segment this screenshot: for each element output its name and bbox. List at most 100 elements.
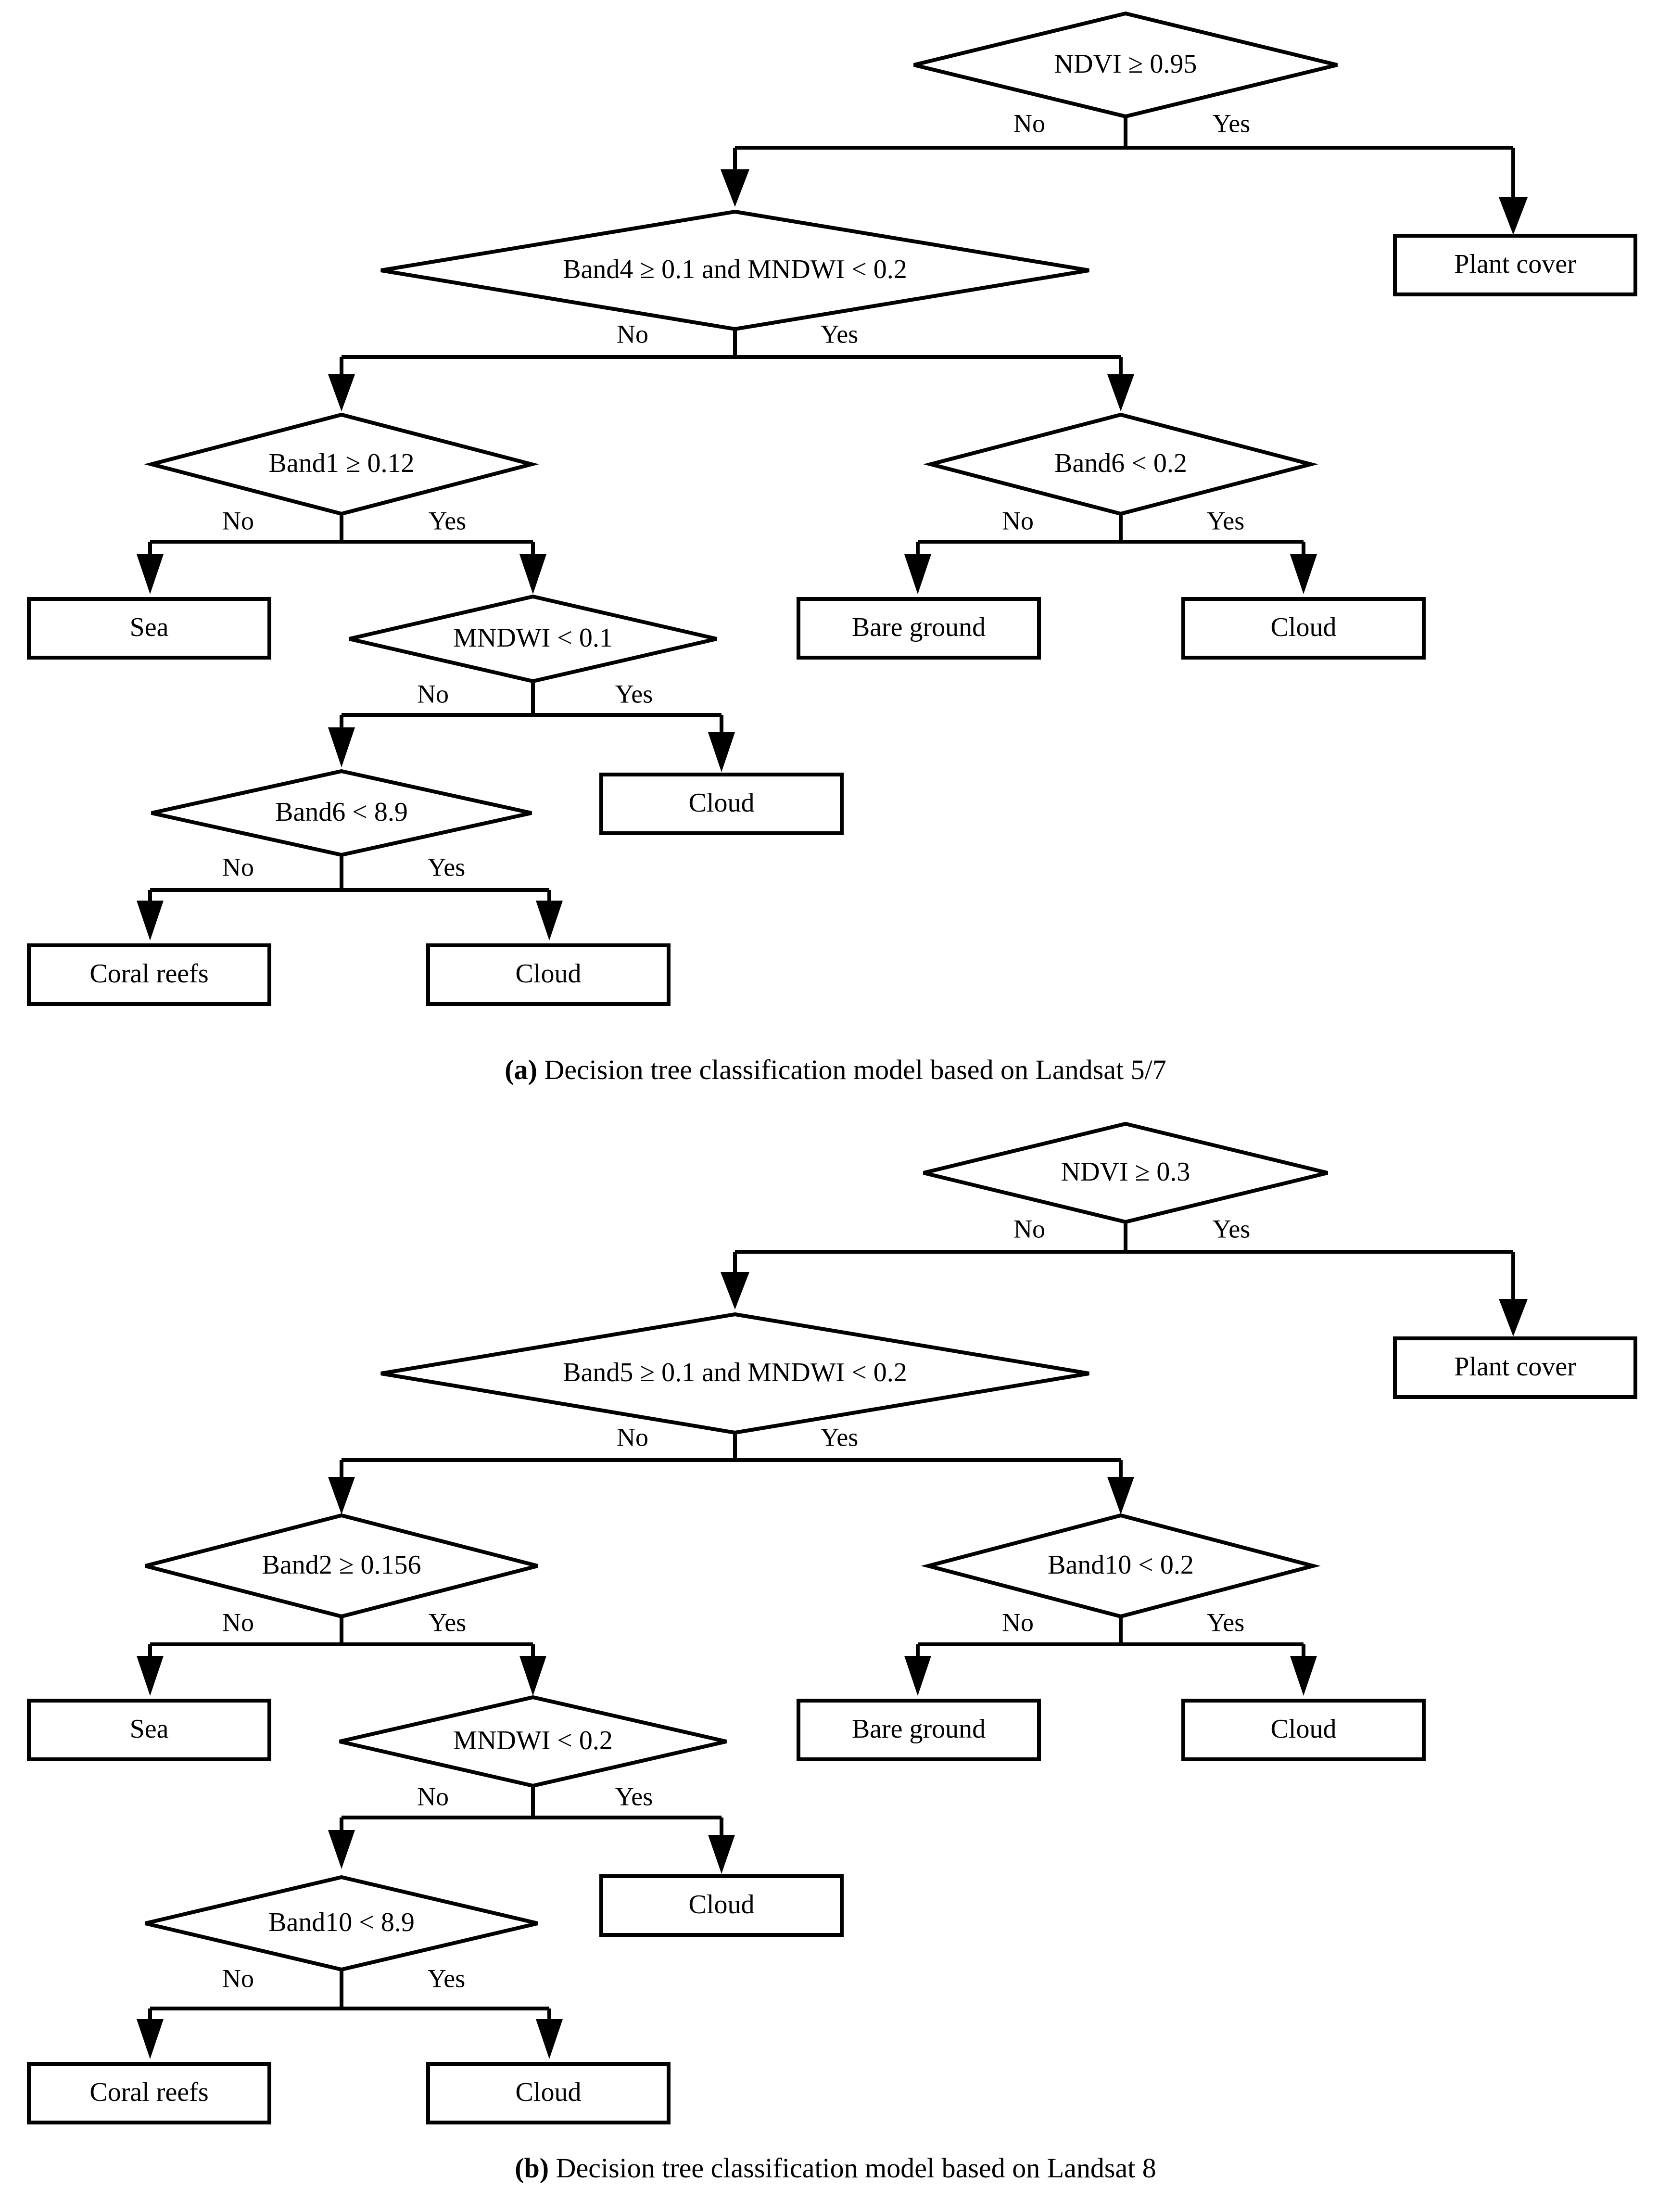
connector-a-mndwi [340,681,723,736]
node-a-band6-02-yes-label: Yes [1207,506,1245,535]
node-a-root-yes-label: Yes [1213,109,1251,138]
node-a-root-label: NDVI ≥ 0.95 [1054,49,1197,79]
node-b-root-no-label: No [1013,1214,1045,1243]
arrowhead-b-band10-89-yes [536,2019,563,2059]
arrowhead-a-root-no [721,169,749,207]
arrowhead-a-band6-89-yes [536,901,563,941]
leaf-b-plant-cover-box[interactable] [1393,1336,1637,1399]
arrowhead-a-band1-no [137,554,164,594]
connector-b-mndwi [340,1786,723,1839]
leaf-b-coral-reefs-label: Coral reefs [89,2077,208,2107]
leaf-a-cloud-mid-label: Cloud [689,788,755,818]
arrowhead-a-band6-89-no [137,901,164,941]
arrowhead-a-level2-yes [1107,374,1134,411]
node-b-band10-89-label: Band10 < 8.9 [268,1907,415,1937]
leaf-b-cloud-mid-box[interactable] [599,1874,844,1937]
arrowhead-b-band10-89-no [137,2019,164,2059]
leaf-a-cloud-mid-box[interactable] [599,773,844,835]
leaf-b-cloud-bottom-box[interactable] [426,2062,671,2124]
arrowhead-a-root-yes [1499,197,1528,235]
panel-b-group: NDVI ≥ 0.3 No Yes Plant cover Band5 ≥ 0.… [27,1121,1637,2124]
leaf-b-sea-box[interactable] [27,1699,271,1761]
connector-a-band6-02 [916,514,1305,558]
node-a-band1-label: Band1 ≥ 0.12 [269,448,415,478]
node-a-mndwi-label: MNDWI < 0.1 [453,623,613,653]
node-b-band10-89-yes-label: Yes [428,1964,466,1993]
node-a-band6-89-no-label: No [222,852,254,881]
arrowhead-b-root-yes [1499,1299,1528,1336]
node-b-level2-yes-label: Yes [821,1423,859,1451]
leaf-a-coral-reefs-box[interactable] [27,943,271,1006]
arrowhead-a-level2-no [328,374,355,411]
connector-a-level2 [340,329,1123,380]
connector-a-band6-89 [148,855,551,904]
leaf-a-plant-cover-label: Plant cover [1454,249,1576,279]
leaf-b-cloud-bottom-label: Cloud [516,2077,582,2107]
node-a-band6-89-label: Band6 < 8.9 [275,797,408,827]
leaf-a-plant-cover-box[interactable] [1393,234,1637,296]
node-b-band2-yes-label: Yes [429,1608,467,1637]
leaf-b-bare-ground-label: Bare ground [852,1714,986,1744]
node-b-band2-no-label: No [222,1608,254,1637]
node-b-level2-label: Band5 ≥ 0.1 and MNDWI < 0.2 [563,1358,907,1387]
arrowhead-b-level2-yes [1107,1477,1134,1514]
connector-a-root [733,116,1515,212]
leaf-a-cloud-bottom-box[interactable] [426,943,671,1006]
leaf-a-bare-ground-box[interactable] [797,597,1041,660]
arrowhead-b-mndwi-no [328,1830,355,1869]
node-a-mndwi-yes-label: Yes [615,679,653,708]
arrowhead-b-mndwi-yes [708,1835,735,1874]
caption-panel-a: (a) Decision tree classification model b… [0,1055,1671,1085]
node-b-root-yes-label: Yes [1213,1214,1251,1243]
arrowhead-b-root-no [721,1272,749,1309]
arrowhead-a-band6-02-yes [1290,554,1317,594]
leaf-a-coral-reefs-label: Coral reefs [89,959,208,989]
leaf-b-cloud-right-label: Cloud [1271,1714,1337,1744]
arrowhead-b-band10-02-no [904,1656,931,1696]
node-a-root-no-label: No [1013,109,1045,138]
leaf-b-bare-ground-box[interactable] [797,1699,1041,1761]
arrowhead-b-band2-yes [519,1656,546,1696]
arrowhead-a-band6-02-no [904,554,931,594]
leaf-b-plant-cover-label: Plant cover [1454,1352,1576,1382]
node-b-level2-no-label: No [617,1423,648,1451]
arrowhead-a-band1-yes [519,554,546,594]
node-a-band6-02-label: Band6 < 0.2 [1054,448,1187,478]
arrowhead-a-mndwi-yes [708,732,735,772]
connector-b-band10-02 [916,1616,1305,1660]
caption-a-text: Decision tree classification model based… [537,1054,1166,1085]
caption-b-tag: (b) [515,2152,549,2184]
node-b-mndwi-yes-label: Yes [615,1782,653,1811]
node-a-level2-label: Band4 ≥ 0.1 and MNDWI < 0.2 [563,254,907,284]
node-a-band6-02-no-label: No [1002,506,1034,535]
connector-b-band2 [148,1616,535,1660]
node-b-band2-label: Band2 ≥ 0.156 [262,1550,421,1580]
leaf-a-cloud-bottom-label: Cloud [516,959,582,989]
leaf-a-cloud-right-box[interactable] [1181,597,1426,660]
node-b-mndwi-no-label: No [417,1782,449,1811]
node-a-level2-yes-label: Yes [821,319,859,348]
leaf-b-sea-label: Sea [130,1714,169,1744]
node-b-band10-02-no-label: No [1002,1608,1034,1637]
leaf-b-cloud-right-box[interactable] [1181,1699,1426,1761]
panel-a-group: NDVI ≥ 0.95 No Yes Plant cover Band4 ≥ 0… [27,11,1637,1006]
connector-b-level2 [340,1433,1123,1482]
node-a-mndwi-no-label: No [417,679,449,708]
leaf-b-coral-reefs-box[interactable] [27,2062,271,2124]
caption-b-text: Decision tree classification model based… [549,2152,1156,2184]
arrowhead-b-band2-no [137,1656,164,1696]
node-a-band1-yes-label: Yes [429,506,467,535]
arrowhead-a-mndwi-no [328,727,355,767]
caption-panel-b: (b) Decision tree classification model b… [0,2153,1671,2184]
node-b-band10-02-label: Band10 < 0.2 [1048,1550,1194,1580]
connector-b-root [733,1222,1515,1313]
connector-b-band10-89 [148,1970,551,2023]
node-a-band1-no-label: No [222,506,254,535]
leaf-a-bare-ground-label: Bare ground [852,612,986,642]
leaf-a-sea-box[interactable] [27,597,271,660]
arrowhead-b-level2-no [328,1477,355,1514]
connector-a-band1 [148,514,535,558]
node-b-root-label: NDVI ≥ 0.3 [1061,1157,1190,1187]
